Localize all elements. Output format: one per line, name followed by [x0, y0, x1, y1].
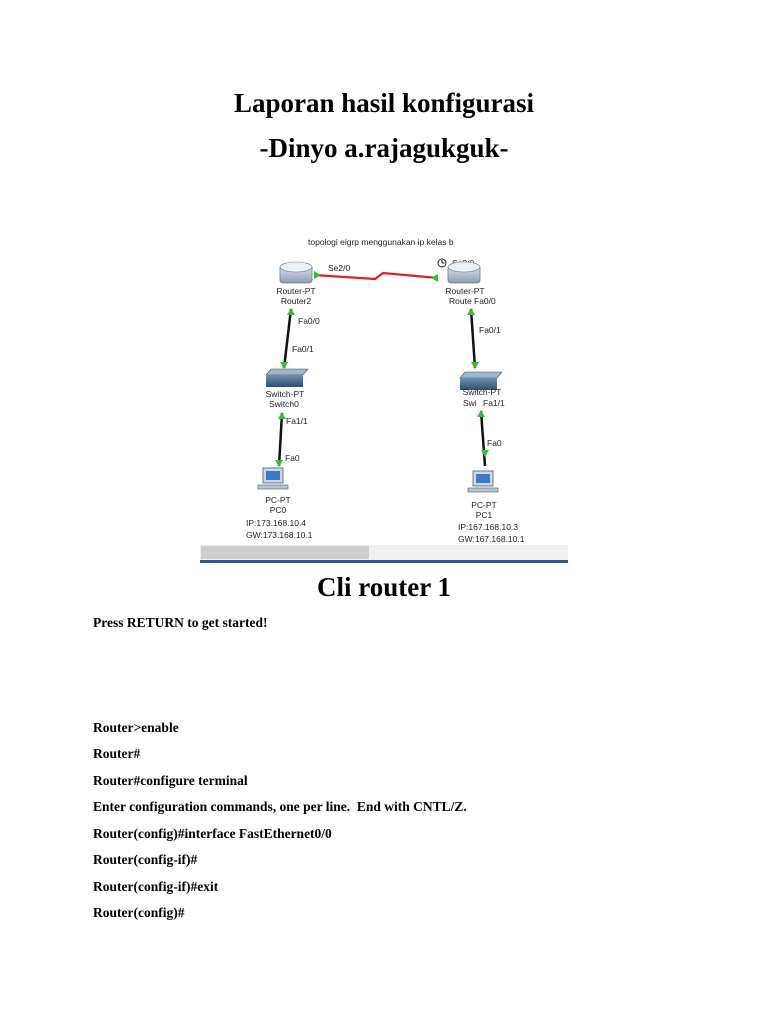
diagram-caption: topologi eigrp menggunakan ip kelas b	[308, 237, 454, 247]
left-pc-port-indicator	[275, 460, 283, 467]
right-switch-top-indicator	[471, 362, 479, 369]
left-serial-label: Se2/0	[328, 263, 350, 273]
right-router-switch-link	[469, 308, 477, 369]
left-router-switch-link	[282, 308, 293, 369]
right-pc-port-label: Fa0	[487, 438, 502, 448]
right-router-fa-indicator	[467, 308, 475, 315]
left-router-icon	[279, 261, 313, 284]
right-pc-name: PC1	[476, 510, 493, 520]
right-switch-bottom-label: Fa1/1	[483, 398, 505, 408]
cli-line: Router(config-if)#exit	[93, 879, 219, 894]
left-switch-icon	[265, 368, 309, 387]
left-pc-name: PC0	[270, 505, 287, 515]
left-switch-top-label: Fa0/1	[292, 344, 314, 354]
left-pc-ip: IP:173.168.10.4	[246, 518, 306, 528]
right-pc-port-indicator	[481, 450, 489, 457]
right-serial-port-indicator	[431, 274, 438, 282]
right-switch-top-label: Fa0/1	[479, 325, 501, 335]
cli-line: Enter configuration commands, one per li…	[93, 799, 467, 814]
serial-link	[313, 271, 439, 281]
right-switch-icon	[459, 371, 503, 390]
left-pc-gateway: GW:173.168.10.1	[246, 530, 313, 540]
left-switch-bottom-label: Fa1/1	[286, 416, 308, 426]
left-switch-top-indicator	[280, 362, 288, 369]
cli-line: Router(config-if)#	[93, 852, 198, 867]
right-switch-bottom-indicator	[477, 410, 485, 417]
left-switch-bottom-indicator	[278, 412, 286, 419]
right-pc-icon	[467, 470, 499, 493]
left-switch-type: Switch-PT	[266, 389, 305, 399]
network-topology-diagram: topologi eigrp menggunakan ip kelas b Se…	[200, 228, 568, 564]
right-pc-type: PC-PT	[471, 500, 497, 510]
diagram-scrollbar	[200, 545, 568, 563]
right-switch-pc-link	[479, 410, 487, 467]
left-serial-port-indicator	[314, 271, 321, 279]
left-router-fa-indicator	[287, 308, 295, 315]
document-author: -Dinyo a.rajagukguk-	[259, 133, 509, 163]
cli-line: Router>enable	[93, 720, 179, 735]
left-router-fa-label: Fa0/0	[298, 316, 320, 326]
left-pc-type: PC-PT	[265, 495, 291, 505]
cli-line: Router#configure terminal	[93, 773, 248, 788]
cli-line: Press RETURN to get started!	[93, 615, 268, 630]
left-router-type: Router-PT	[276, 286, 315, 296]
left-router-name: Router2	[281, 296, 312, 306]
left-switch-pc-link	[277, 412, 284, 467]
clock-icon	[437, 258, 447, 268]
right-router-fa-label: Fa0/0	[474, 296, 496, 306]
right-router-type: Router-PT	[445, 286, 484, 296]
document-title: Laporan hasil konfigurasi	[233, 88, 535, 118]
right-router-name: Route	[449, 296, 472, 306]
right-router-icon	[447, 261, 481, 284]
left-pc-port-label: Fa0	[285, 453, 300, 463]
section-heading: Cli router 1	[317, 572, 451, 602]
cli-line: Router#	[93, 746, 141, 761]
cli-line: Router(config)#	[93, 905, 185, 920]
right-pc-gateway: GW:167.168.10.1	[458, 534, 525, 544]
right-pc-ip: IP:167.168.10.3	[458, 522, 518, 532]
cli-line: Router(config)#interface FastEthernet0/0	[93, 826, 332, 841]
left-switch-name: Switch0	[269, 399, 299, 409]
left-pc-icon	[257, 467, 289, 490]
right-switch-type: Switch-PT	[463, 387, 502, 397]
right-switch-name: Swi	[463, 398, 477, 408]
